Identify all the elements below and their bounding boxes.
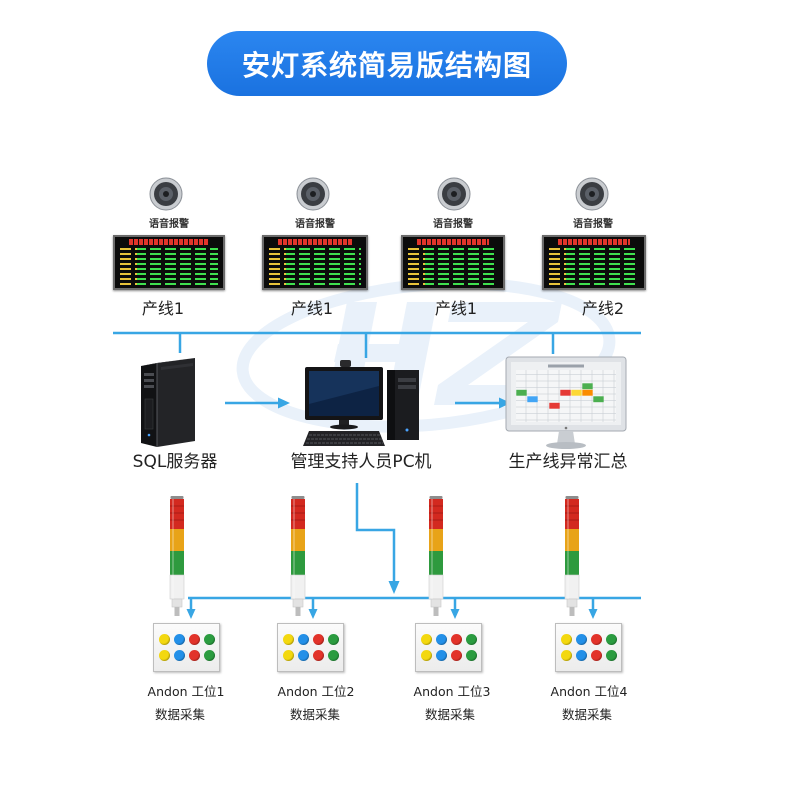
station-name: Andon 工位3 — [413, 684, 491, 699]
yellow-button — [158, 634, 170, 645]
green-button — [203, 634, 215, 645]
led-board-header — [278, 239, 352, 245]
blue-button — [435, 650, 447, 661]
red-button — [590, 650, 602, 661]
led-board-rows — [120, 248, 218, 285]
red-button — [312, 634, 324, 645]
drop-arrow-station-1-head — [186, 609, 196, 619]
andon-tower-light-icon — [288, 495, 308, 617]
station-button-box — [555, 623, 622, 672]
andon-tower-light-icon — [426, 495, 446, 617]
led-display-board — [542, 235, 646, 290]
green-button — [465, 650, 477, 661]
voice-alarm-label: 语音报警 — [433, 219, 473, 230]
yellow-button — [420, 634, 432, 645]
led-board-header — [129, 239, 209, 245]
led-display-board — [262, 235, 368, 290]
andon-tower-light-icon — [167, 495, 187, 617]
monitor-icon — [504, 355, 628, 451]
station-button-box — [153, 623, 220, 672]
blue-button — [435, 634, 447, 645]
green-button — [327, 634, 339, 645]
production-line-label: 产线1 — [290, 299, 334, 318]
yellow-button — [282, 650, 294, 661]
red-button — [188, 650, 200, 661]
blue-button — [297, 650, 309, 661]
pc-to-stations-arrow-head — [388, 581, 400, 594]
voice-alarm-label: 语音报警 — [573, 219, 613, 230]
station-name: Andon 工位1 — [147, 684, 225, 699]
green-button — [465, 634, 477, 645]
green-button — [605, 650, 617, 661]
summary-display-label: 生产线异常汇总 — [508, 452, 628, 472]
green-button — [605, 634, 617, 645]
station-button-box — [415, 623, 482, 672]
production-line-label: 产线2 — [581, 299, 625, 318]
andon-tower-light-icon — [562, 495, 582, 617]
red-button — [188, 634, 200, 645]
server-tower-icon — [137, 355, 199, 449]
station-caption: 数据采集 — [561, 707, 612, 722]
blue-button — [575, 650, 587, 661]
station-name: Andon 工位2 — [277, 684, 355, 699]
green-button — [203, 650, 215, 661]
led-board-header — [417, 239, 489, 245]
diagram-title: 安灯系统简易版结构图 — [207, 31, 567, 96]
station-button-box — [277, 623, 344, 672]
yellow-button — [420, 650, 432, 661]
pc-to-stations-path — [355, 483, 396, 583]
red-button — [450, 634, 462, 645]
speaker-icon — [149, 177, 183, 211]
red-button — [450, 650, 462, 661]
voice-alarm-label: 语音报警 — [295, 219, 335, 230]
led-board-header — [558, 239, 630, 245]
red-button — [312, 650, 324, 661]
arrow-server-to-pc-head — [278, 397, 290, 409]
voice-alarm-label: 语音报警 — [149, 219, 189, 230]
server-label: SQL服务器 — [132, 452, 218, 472]
speaker-icon — [437, 177, 471, 211]
station-caption: 数据采集 — [154, 707, 205, 722]
blue-button — [173, 634, 185, 645]
station-name: Andon 工位4 — [550, 684, 628, 699]
blue-button — [575, 634, 587, 645]
production-line-label: 产线1 — [434, 299, 478, 318]
pc-label: 管理支持人员PC机 — [290, 452, 432, 472]
yellow-button — [158, 650, 170, 661]
yellow-button — [560, 650, 572, 661]
led-board-rows — [269, 248, 361, 285]
speaker-icon — [575, 177, 609, 211]
blue-button — [297, 634, 309, 645]
green-button — [327, 650, 339, 661]
drop-arrow-station-2-head — [308, 609, 318, 619]
blue-button — [173, 650, 185, 661]
led-display-board — [113, 235, 225, 290]
production-line-label: 产线1 — [141, 299, 185, 318]
desktop-pc-icon — [301, 358, 425, 448]
led-display-board — [401, 235, 505, 290]
led-board-rows — [408, 248, 498, 285]
led-board-rows — [549, 248, 639, 285]
station-caption: 数据采集 — [289, 707, 340, 722]
station-caption: 数据采集 — [424, 707, 475, 722]
arrow-pc-to-display-head — [499, 397, 511, 409]
drop-arrow-station-3-head — [450, 609, 460, 619]
diagram-title-text: 安灯系统简易版结构图 — [241, 48, 532, 82]
drop-arrow-station-4-head — [588, 609, 598, 619]
yellow-button — [282, 634, 294, 645]
speaker-icon — [296, 177, 330, 211]
yellow-button — [560, 634, 572, 645]
red-button — [590, 634, 602, 645]
